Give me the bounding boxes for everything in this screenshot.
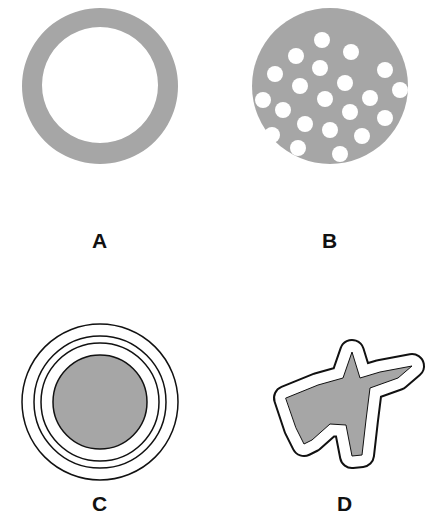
irregular-coated-shape — [286, 352, 412, 456]
porous-disk — [252, 8, 418, 164]
layered-sphere — [22, 324, 178, 480]
ring-shape — [22, 8, 178, 164]
figure-letter: C — [92, 493, 107, 514]
figure-letter: A — [92, 230, 107, 251]
figure-letter: D — [337, 493, 352, 514]
figure-letter: B — [322, 230, 337, 251]
